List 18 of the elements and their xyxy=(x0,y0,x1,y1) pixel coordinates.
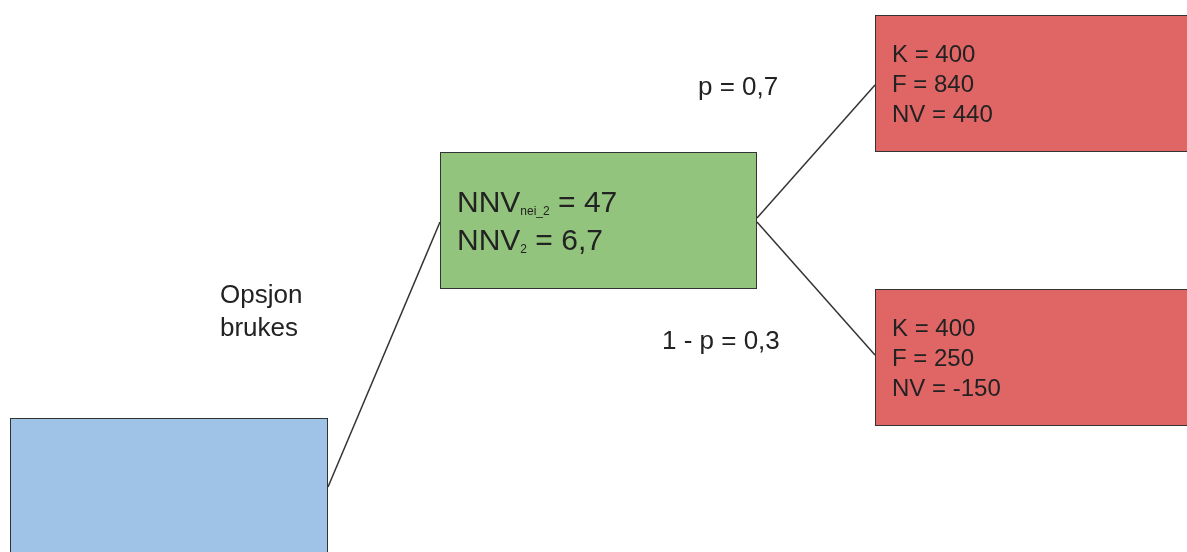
empty-box xyxy=(10,418,328,552)
node-box xyxy=(875,15,1187,152)
node-text: NNV$_{nei_2}$ = 47 xyxy=(457,184,619,220)
connector-line xyxy=(327,221,441,488)
node-text: NV = 440 xyxy=(892,98,994,129)
edge-label: 1 - p = 0,3 xyxy=(662,324,781,357)
node-box xyxy=(875,289,1187,426)
node-text: K = 400 xyxy=(892,312,977,343)
node-text: NNV$_{2}$ = 6,7 xyxy=(457,221,604,258)
connector-line xyxy=(756,221,876,356)
edge-label: Opsjon brukes xyxy=(220,278,304,343)
edge-label: p = 0,7 xyxy=(698,70,780,103)
node-text: NV = -150 xyxy=(892,372,1002,403)
node-text: K = 400 xyxy=(892,38,977,69)
connector-line xyxy=(756,84,876,219)
node-box xyxy=(440,152,757,289)
node-text: F = 840 xyxy=(892,68,976,99)
node-text: F = 250 xyxy=(892,342,976,373)
